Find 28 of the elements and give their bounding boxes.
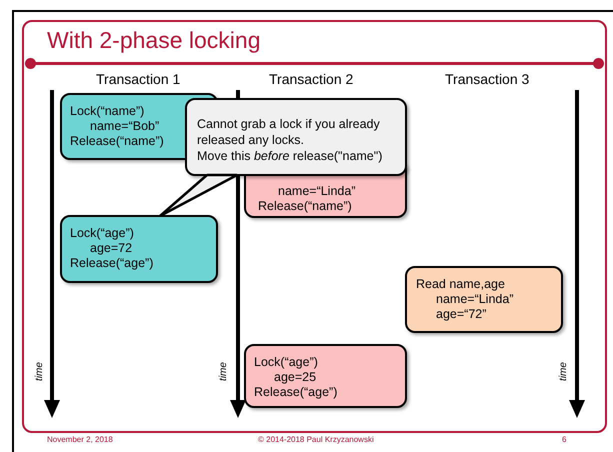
- axis-label: time: [34, 362, 45, 381]
- axis-label: time: [218, 362, 229, 381]
- text-label: November 2, 2018: [47, 435, 113, 444]
- code-line: Release(“name”): [258, 199, 353, 214]
- code-line: age=72: [89, 241, 134, 256]
- callout-tail: [158, 174, 238, 218]
- callout-text: Cannot grab a lock if you already released any locks.: [197, 116, 381, 148]
- code-line: name=“Linda”: [277, 184, 356, 199]
- code-line: Release(“age”): [70, 256, 154, 271]
- text-label: Transaction 1: [96, 71, 180, 87]
- code-line: Read name,age: [416, 277, 506, 292]
- text-label: © 2014-2018 Paul Krzyzanowski: [258, 435, 374, 444]
- callout-text: Move this before release("name"): [197, 148, 384, 164]
- code-line: age=“72”: [435, 307, 488, 322]
- code-line: Lock(“age”): [254, 355, 319, 370]
- step-box: [405, 266, 563, 333]
- text-label: 6: [562, 435, 566, 444]
- slide-title: With 2-phase locking: [47, 27, 260, 54]
- code-line: age=25: [273, 370, 318, 385]
- axis-label: time: [558, 362, 569, 381]
- code-line: Lock(“name”): [70, 104, 146, 119]
- code-line: name=“Linda”: [435, 292, 514, 307]
- code-line: Lock(“age”): [70, 226, 135, 241]
- step-box: [60, 215, 218, 283]
- code-line: Release(“age”): [254, 385, 338, 400]
- text-label: Transaction 2: [269, 71, 354, 87]
- step-box: [244, 344, 407, 408]
- text-label: Transaction 3: [445, 71, 530, 87]
